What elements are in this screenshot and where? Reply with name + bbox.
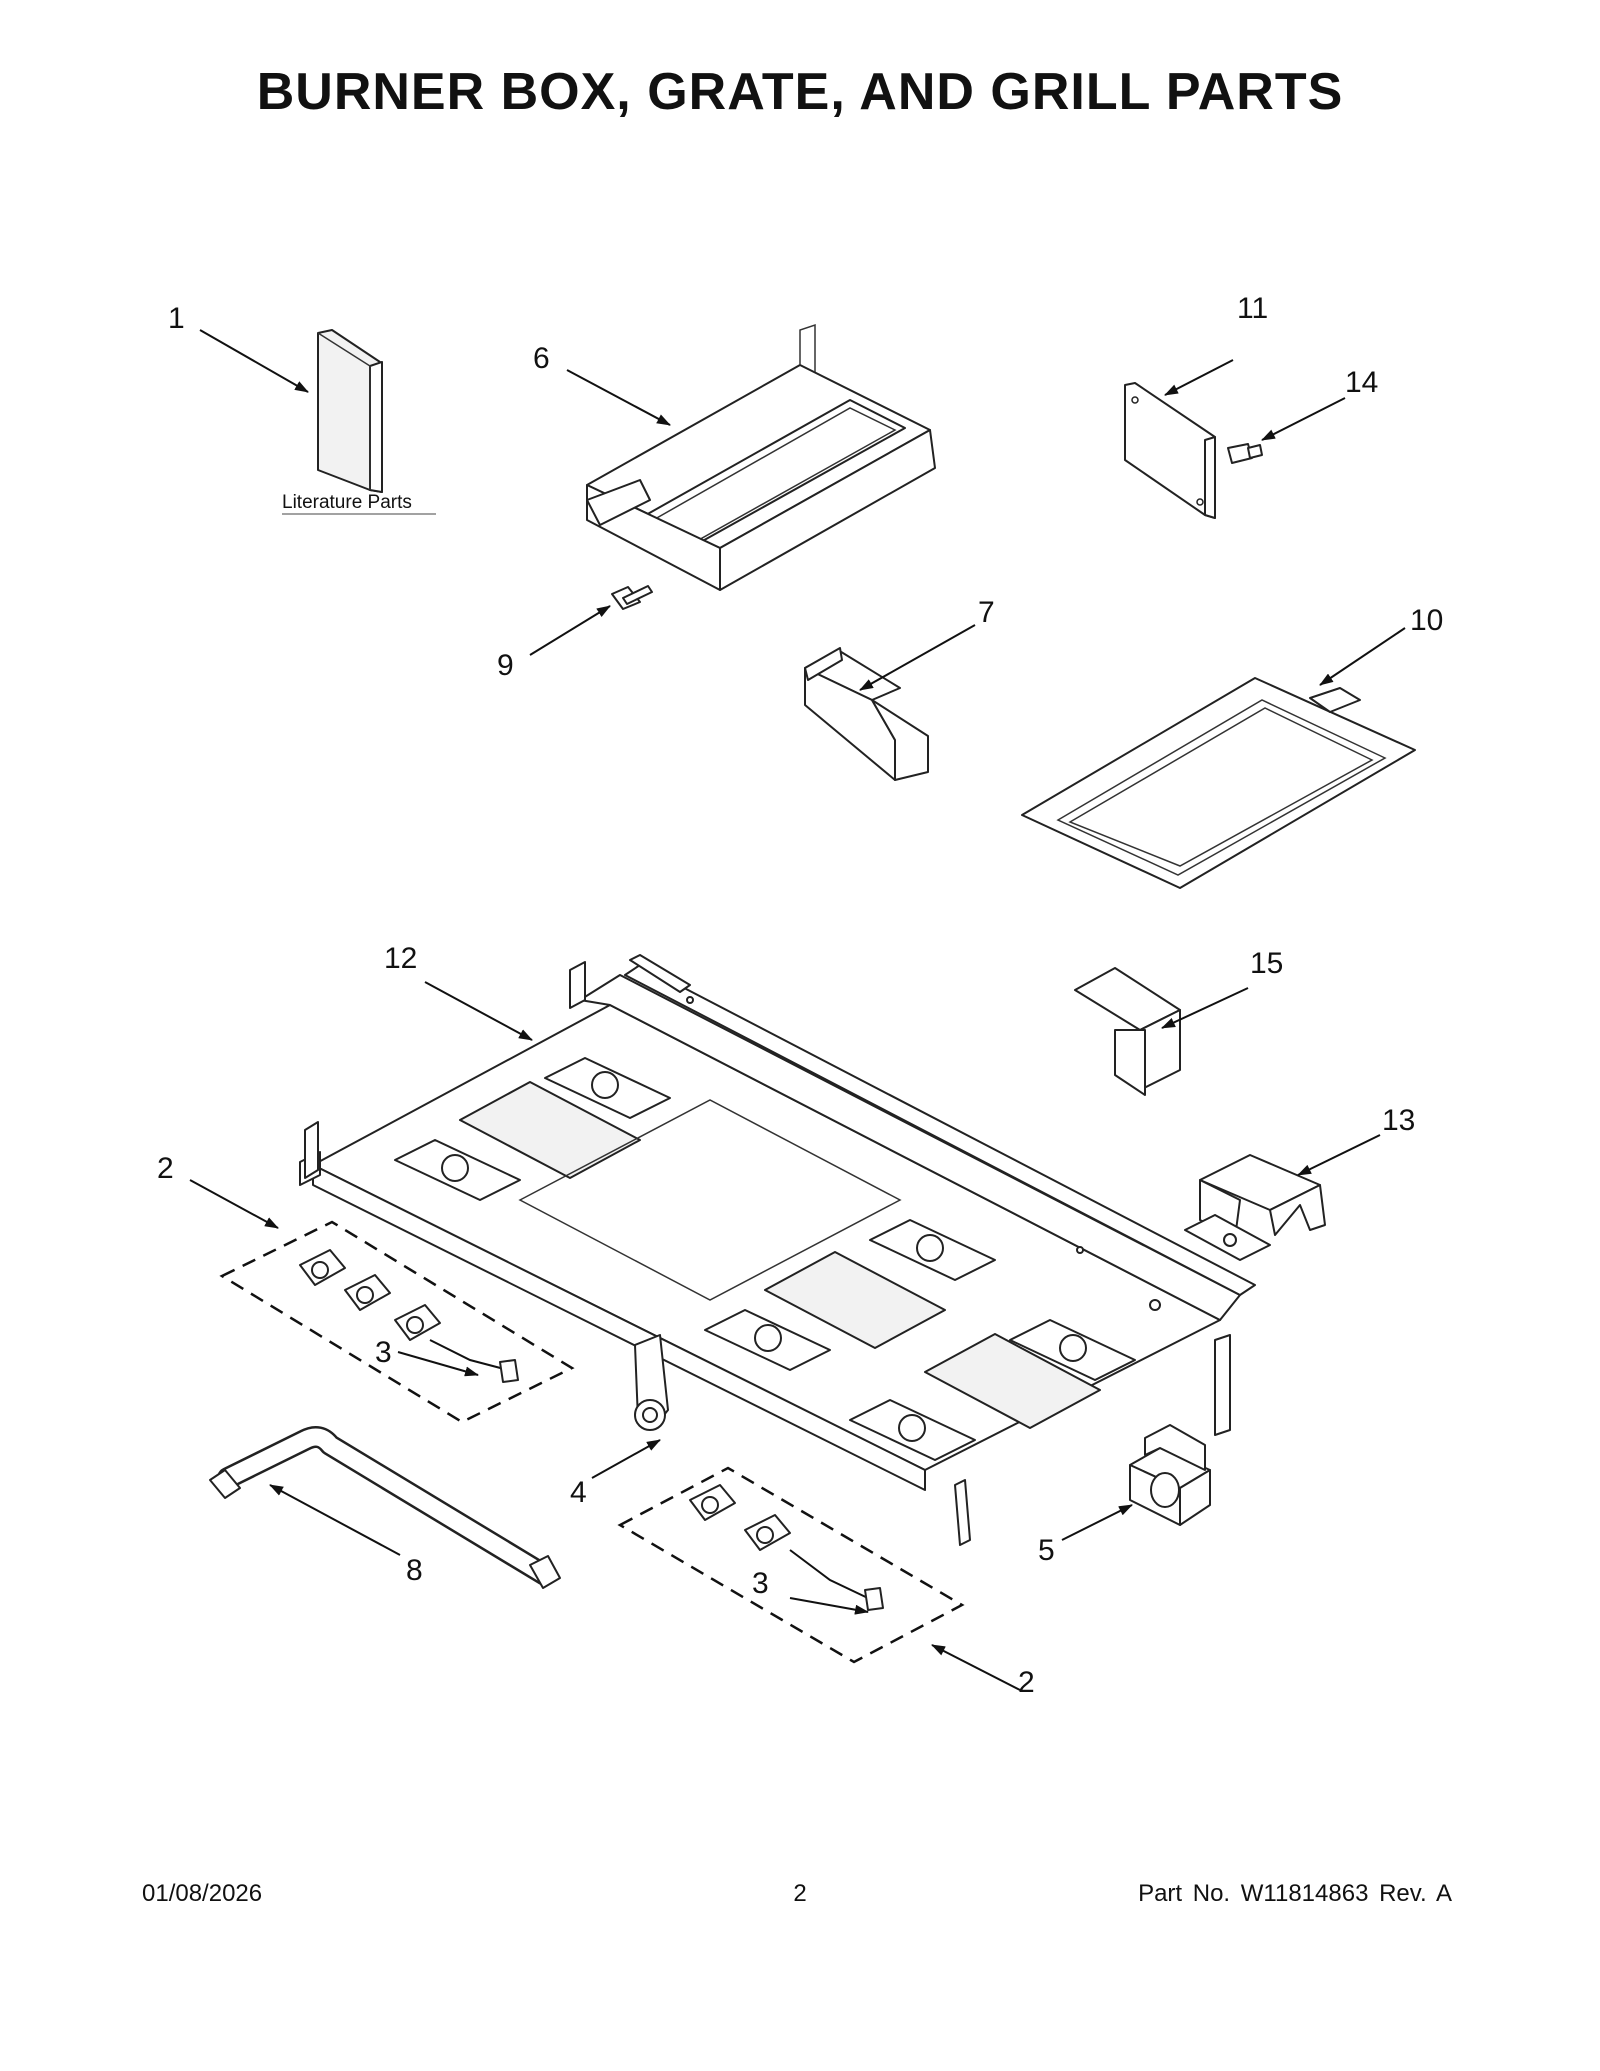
control-bracket-plate[interactable] <box>1124 382 1216 519</box>
callout-2-right: 2 <box>1018 1666 1035 1699</box>
callout-15: 15 <box>1250 947 1283 980</box>
valve-assembly-right-group[interactable] <box>617 1466 965 1664</box>
valve-assembly-left-group[interactable] <box>219 1220 575 1424</box>
footer-page-number: 2 <box>793 1880 807 1907</box>
callout-6: 6 <box>533 342 550 375</box>
gas-fitting-bracket[interactable] <box>634 1334 669 1431</box>
screw-part-9[interactable] <box>611 585 653 610</box>
callout-10: 10 <box>1410 604 1443 637</box>
callout-2-left: 2 <box>157 1152 174 1185</box>
callout-9: 9 <box>497 649 514 682</box>
callout-7: 7 <box>978 596 995 629</box>
footer-part-number: Part No. W11814863 Rev. A <box>1138 1880 1452 1907</box>
callout-13: 13 <box>1382 1104 1415 1137</box>
callout-5: 5 <box>1038 1534 1055 1567</box>
screw-part-14[interactable] <box>1227 443 1263 464</box>
callout-3-right: 3 <box>752 1567 769 1600</box>
small-bracket-part-15[interactable] <box>1074 967 1181 1096</box>
grill-drip-tray[interactable] <box>586 323 936 591</box>
callout-14: 14 <box>1345 366 1378 399</box>
callout-4: 4 <box>570 1476 587 1509</box>
burner-box-chassis[interactable] <box>299 954 1256 1546</box>
callout-11: 11 <box>1237 292 1268 325</box>
callout-8: 8 <box>406 1554 423 1587</box>
callout-12: 12 <box>384 942 417 975</box>
callout-1: 1 <box>168 302 185 335</box>
bracket-part-13[interactable] <box>1184 1154 1326 1261</box>
page-title: BURNER BOX, GRATE, AND GRILL PARTS <box>256 63 1344 121</box>
heat-shield[interactable] <box>804 647 929 781</box>
literature-parts-label: Literature Parts <box>282 492 412 513</box>
footer-date: 01/08/2026 <box>142 1880 263 1907</box>
griddle-pan[interactable] <box>1021 677 1416 889</box>
callout-3-left: 3 <box>375 1336 392 1369</box>
literature-parts-booklet[interactable] <box>317 329 383 493</box>
gas-pipe[interactable] <box>209 1426 561 1589</box>
pressure-regulator[interactable] <box>1129 1424 1211 1526</box>
